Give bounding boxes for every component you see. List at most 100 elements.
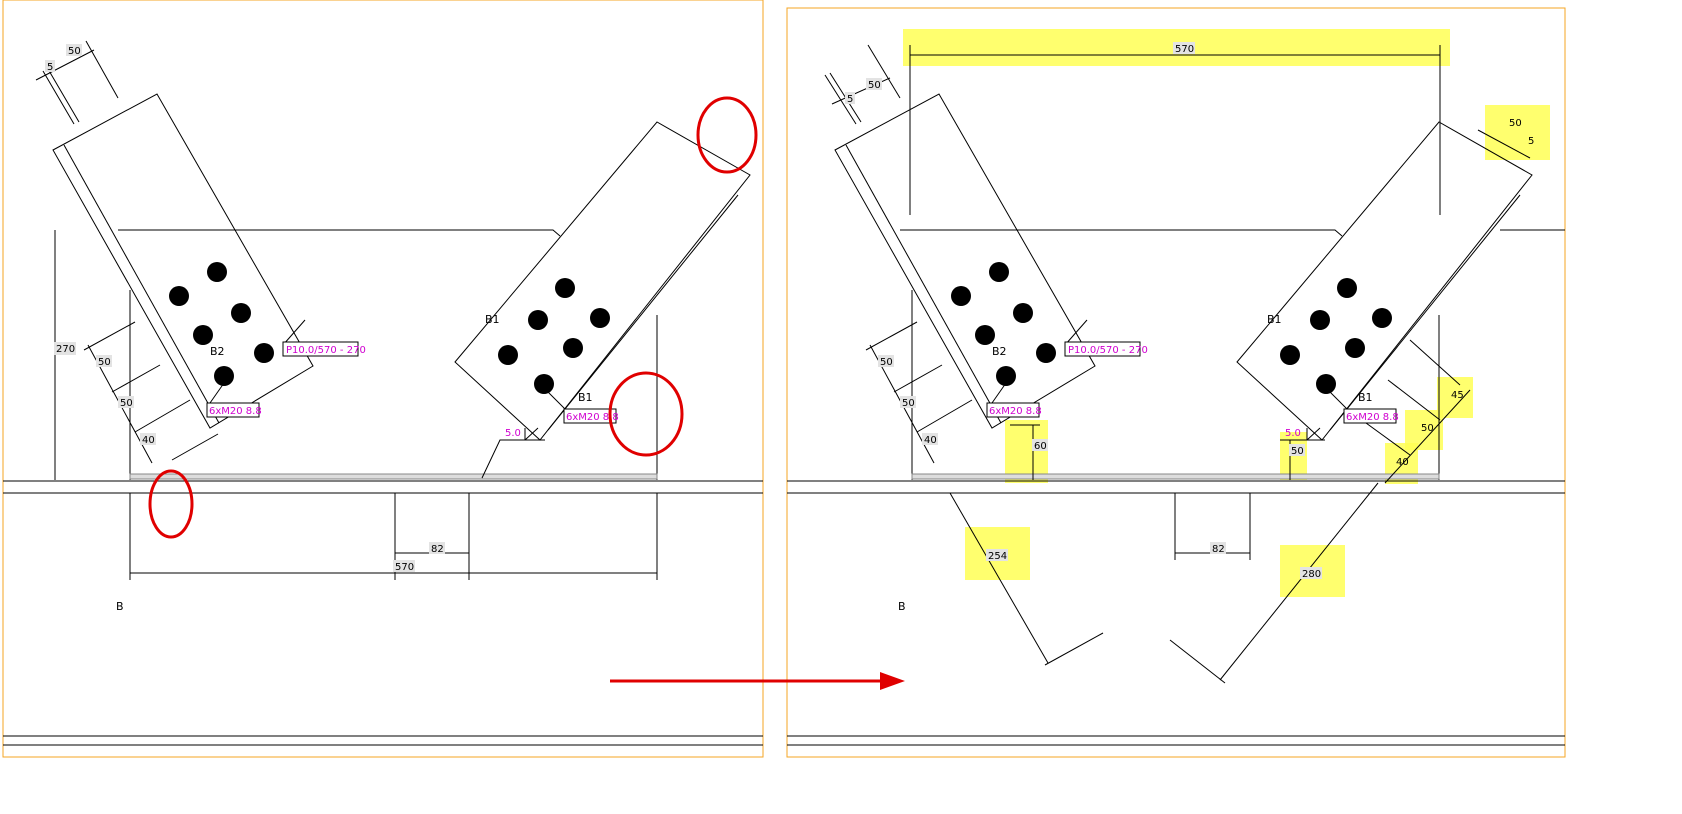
- bolt-icon: [996, 366, 1016, 386]
- ext-line: [47, 68, 80, 123]
- dim-flange-width: 50: [68, 46, 81, 57]
- beam-b1[interactable]: [454, 121, 751, 441]
- dim-line: [1477, 129, 1531, 159]
- bolt-icon: [207, 262, 227, 282]
- bolt-tag-right: 6xM20 8.8: [566, 412, 619, 423]
- beam-b1[interactable]: [1236, 121, 1533, 441]
- bolt-icon: [1345, 338, 1365, 358]
- weld-size: 5.0: [505, 428, 521, 439]
- dim-gap: 82: [431, 544, 444, 555]
- leader-line: [282, 319, 306, 346]
- leader-line: [1327, 389, 1349, 411]
- beam-label-b1: B1: [485, 313, 500, 326]
- dim-diag-50: 50: [1421, 423, 1434, 434]
- highlight: [1005, 420, 1048, 483]
- bolt-icon: [989, 262, 1009, 282]
- beam-label-b1-2: B1: [578, 391, 593, 404]
- weld-size: 5.0: [1285, 428, 1301, 439]
- bolt-group-b2: [169, 262, 274, 386]
- dim-280: 280: [1302, 569, 1321, 580]
- right-view: 570 50 5 50 5: [787, 29, 1565, 746]
- beam-b2[interactable]: [834, 93, 1096, 429]
- plate-tag: P10.0/570 - 270: [286, 345, 366, 356]
- dim-edge: 40: [142, 435, 155, 446]
- dim-vert-60: 60: [1034, 441, 1047, 452]
- base-plate: [911, 473, 1440, 480]
- bolt-icon: [1372, 308, 1392, 328]
- beam-b2-flange: [845, 144, 1002, 424]
- bolt-tag-left: 6xM20 8.8: [209, 406, 262, 417]
- ext-line: [111, 364, 161, 393]
- dim-height: 270: [56, 344, 75, 355]
- bolt-group-b1: [498, 278, 610, 394]
- right-viewport-frame[interactable]: [786, 7, 1566, 758]
- bolt-icon: [1337, 278, 1357, 298]
- beam-b2[interactable]: [52, 93, 314, 429]
- markup-circle: [696, 96, 758, 174]
- ext-line: [865, 321, 918, 351]
- bolt-icon: [1036, 343, 1056, 363]
- dim-gap: 82: [1212, 544, 1225, 555]
- bolt-icon: [528, 310, 548, 330]
- ext-line: [1387, 379, 1441, 421]
- bolt-icon: [563, 338, 583, 358]
- bolt-icon: [555, 278, 575, 298]
- dim-top-length: 570: [1175, 44, 1194, 55]
- bolt-group-b2: [951, 262, 1056, 386]
- weld-symbol-icon: [1280, 427, 1325, 441]
- ext-line: [1044, 632, 1104, 666]
- weld-symbol-icon: [481, 427, 545, 479]
- dim-tr-width: 50: [1509, 118, 1522, 129]
- dim-diag-45: 45: [1451, 390, 1464, 401]
- bolt-tag-box: [986, 402, 1040, 418]
- dim-diag-40: 40: [1396, 457, 1409, 468]
- leader-line: [991, 382, 1007, 404]
- beam-b1-flange: [547, 194, 739, 431]
- bolt-icon: [1280, 345, 1300, 365]
- beam-label-b2: B2: [210, 345, 225, 358]
- ext-line: [893, 364, 943, 393]
- bolt-icon: [534, 374, 554, 394]
- bolt-tag-box: [206, 402, 260, 418]
- dim-length: 570: [395, 562, 414, 573]
- plate-tag-box: [282, 341, 359, 357]
- dim-pitch-1: 50: [880, 357, 893, 368]
- bolt-icon: [1316, 374, 1336, 394]
- ext-line: [1409, 339, 1461, 386]
- dim-flange-width: 50: [868, 80, 881, 91]
- bolt-icon: [169, 286, 189, 306]
- dim-vert-50: 50: [1291, 446, 1304, 457]
- leader-line: [209, 382, 225, 404]
- dim-line: [1219, 482, 1379, 681]
- ext-line: [171, 433, 219, 461]
- dim-flange-thk: 5: [847, 94, 853, 105]
- ext-line: [867, 44, 901, 99]
- gusset-top-edge: [900, 229, 1343, 237]
- dim-pitch-2: 50: [902, 398, 915, 409]
- ext-line: [134, 399, 191, 433]
- bolt-tag-box: [563, 408, 617, 424]
- bolt-icon: [193, 325, 213, 345]
- bolt-icon: [590, 308, 610, 328]
- beam-label-b1: B1: [1267, 313, 1282, 326]
- left-viewport-frame[interactable]: [2, 0, 764, 758]
- dim-line: [35, 49, 95, 81]
- leader-line: [1064, 319, 1088, 346]
- plate-tag-box: [1064, 341, 1141, 357]
- bolt-icon: [1013, 303, 1033, 323]
- gusset-top-edge: [118, 229, 561, 237]
- ext-line: [42, 70, 75, 125]
- beam-b2-flange: [63, 144, 220, 424]
- ext-line: [916, 399, 973, 433]
- beam-b1-flange: [1329, 194, 1521, 431]
- bolt-tag-left: 6xM20 8.8: [989, 406, 1042, 417]
- bolt-icon: [254, 343, 274, 363]
- bolt-icon: [951, 286, 971, 306]
- bolt-icon: [975, 325, 995, 345]
- dim-edge: 40: [924, 435, 937, 446]
- dim-pitch-2: 50: [120, 398, 133, 409]
- bolt-tag-box: [1343, 408, 1397, 424]
- dim-254: 254: [988, 551, 1007, 562]
- bolt-icon: [498, 345, 518, 365]
